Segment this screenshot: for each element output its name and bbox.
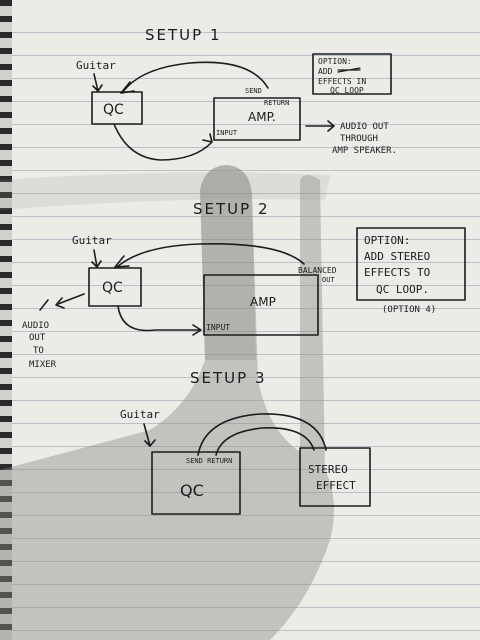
setup-2-loop-arrowhead bbox=[114, 255, 130, 268]
setup-1-amp-label: AMP. bbox=[248, 110, 276, 124]
spiral-binding bbox=[0, 0, 12, 640]
setup-3-outer-loop-cable bbox=[197, 413, 327, 456]
setup-3-inner-loop-cable bbox=[215, 427, 315, 456]
setup-2-option-line3: EFFECTS TO bbox=[364, 266, 430, 279]
setup-3-guitar-arrow bbox=[143, 423, 156, 447]
setup-1-guitar-label: Guitar bbox=[76, 59, 116, 72]
setup-2-loop-cable bbox=[115, 243, 305, 269]
setup-2-qc-label: QC bbox=[102, 280, 123, 296]
setup-1-option-line3: EFFECTS IN bbox=[318, 77, 366, 86]
setup-1-output-arrow bbox=[305, 120, 335, 132]
setup-1-audio-out-line2: THROUGH bbox=[340, 134, 378, 144]
setup-1: SETUP 1 Guitar QC AMP. SEND RETURN INPUT… bbox=[76, 26, 397, 161]
setup-2-audio-line4: MIXER bbox=[29, 360, 57, 370]
setup-1-audio-out-line1: AUDIO OUT bbox=[340, 122, 389, 132]
setup-2-option-line4: QC LOOP. bbox=[376, 283, 429, 296]
setup-2-balanced-line2: OUT bbox=[322, 276, 335, 284]
setup-1-loop-arrowhead bbox=[120, 81, 135, 94]
setup-1-input-label: INPUT bbox=[216, 129, 238, 137]
setup-1-return-label: RETURN bbox=[264, 99, 289, 107]
setup-1-guitar-arrow bbox=[92, 73, 103, 92]
setup-3-title: SETUP 3 bbox=[190, 369, 267, 387]
setup-2-option-ref: (OPTION 4) bbox=[382, 305, 436, 315]
setup-2-option-line1: OPTION: bbox=[364, 234, 410, 247]
setup-2-amp-label: AMP bbox=[250, 295, 276, 309]
setup-3-stereo-effect-box bbox=[299, 447, 371, 507]
setup-3-stereo-line1: STEREO bbox=[308, 463, 348, 476]
setup-3-qc-label: QC bbox=[180, 481, 204, 500]
setup-3-guitar-label: Guitar bbox=[120, 408, 160, 421]
setup-2-audio-line2: OUT bbox=[29, 333, 46, 343]
setup-2-amp-box bbox=[203, 274, 319, 336]
setup-1-strikethrough bbox=[337, 67, 361, 73]
setup-2-input-label: INPUT bbox=[206, 323, 230, 332]
setup-1-send-label: SEND bbox=[245, 87, 262, 95]
setup-1-option-line1: OPTION: bbox=[318, 57, 352, 66]
setup-2-input-cable bbox=[117, 305, 202, 336]
setup-1-send-loop-cable bbox=[121, 61, 269, 94]
setup-2-guitar-label: Guitar bbox=[72, 234, 112, 247]
setup-2-audio-line1: AUDIO bbox=[22, 321, 49, 331]
setup-2-qc-box bbox=[88, 267, 142, 307]
setup-1-option-line4: QC LOOP bbox=[330, 86, 364, 95]
setup-2: SETUP 2 Guitar QC AMP INPUT BALANCED OUT… bbox=[22, 200, 466, 370]
setup-2-option-line2: ADD STEREO bbox=[364, 250, 430, 263]
setup-1-amp-box bbox=[213, 97, 301, 141]
setup-3-qc-box bbox=[151, 451, 241, 515]
setup-1-qc-label: QC bbox=[103, 102, 124, 118]
setup-3-stereo-line2: EFFECT bbox=[316, 479, 356, 492]
setup-2-guitar-arrow bbox=[91, 249, 102, 268]
setup-2-audio-line3: TO bbox=[33, 346, 44, 356]
setup-1-qc-box bbox=[91, 91, 143, 125]
setup-2-balanced-line1: BALANCED bbox=[298, 266, 337, 275]
setup-3: SETUP 3 Guitar QC SEND RETURN STEREO EFF… bbox=[120, 369, 371, 515]
setup-1-input-cable bbox=[113, 123, 213, 161]
setup-2-title: SETUP 2 bbox=[193, 200, 270, 218]
setup-1-option-box bbox=[312, 53, 392, 95]
setup-2-option-box bbox=[356, 227, 466, 301]
setup-1-option-line2: ADD bbox=[318, 67, 333, 76]
setup-2-output-arrow bbox=[39, 293, 85, 311]
setup-1-audio-out-line3: AMP SPEAKER. bbox=[332, 146, 397, 156]
setup-1-title: SETUP 1 bbox=[145, 26, 222, 44]
setup-3-send-return-label: SEND RETURN bbox=[186, 457, 232, 465]
